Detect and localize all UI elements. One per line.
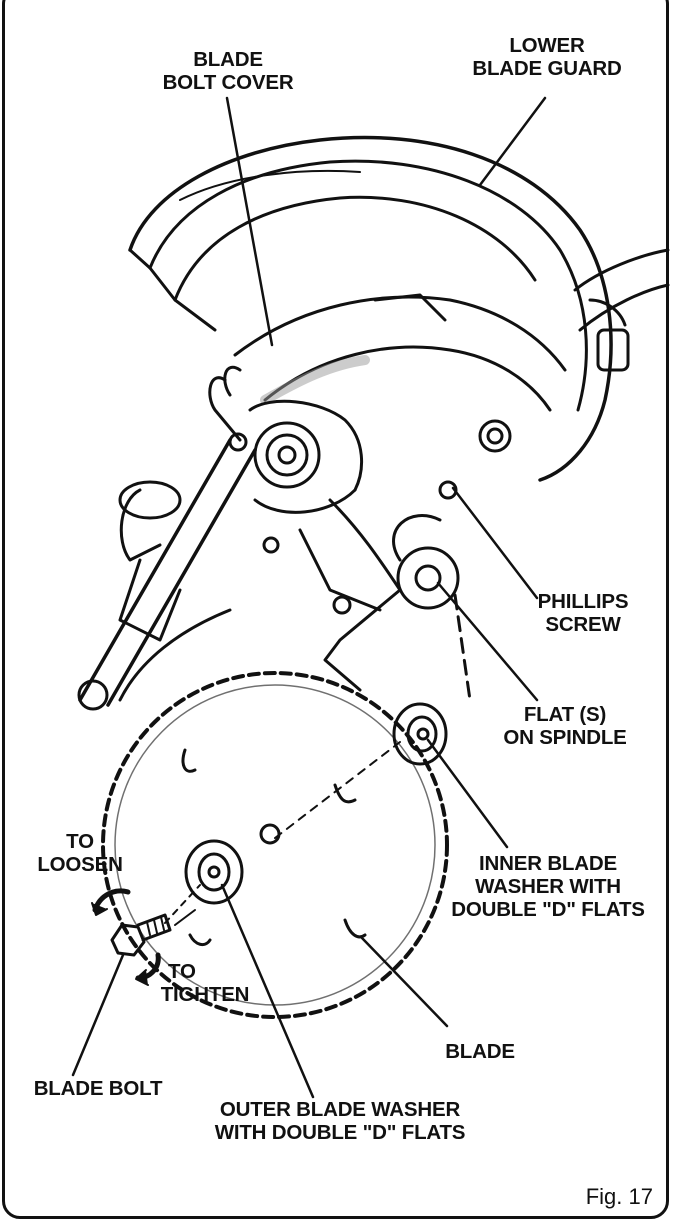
label-phillips-screw: PHILLIPS SCREW <box>537 590 629 636</box>
label-blade: BLADE <box>445 1040 515 1063</box>
label-blade-bolt-cover: BLADE BOLT COVER <box>162 48 294 94</box>
label-flat-on-spindle: FLAT (S) ON SPINDLE <box>503 703 627 749</box>
figure-number: Fig. 17 <box>585 1184 653 1209</box>
label-lower-blade-guard: LOWER BLADE GUARD <box>472 34 622 80</box>
motor-housing <box>118 480 232 702</box>
guard-link-arm <box>77 366 257 711</box>
loosen-arrow-icon <box>91 888 131 916</box>
lower-blade-guard <box>128 135 613 482</box>
upper-guard-band <box>233 293 567 412</box>
blade-bolt <box>110 884 201 957</box>
label-outer-blade-washer: OUTER BLADE WASHER WITH DOUBLE "D" FLATS <box>214 1098 466 1144</box>
inner-blade-washer <box>392 702 448 766</box>
outer-blade-washer <box>184 839 244 905</box>
leader-lines <box>71 96 547 1099</box>
assembly-path <box>174 741 401 926</box>
label-to-loosen: TO LOOSEN <box>37 830 123 876</box>
saw-handle <box>573 248 670 372</box>
tighten-arrow-icon <box>135 952 161 986</box>
saw-blade <box>101 671 449 1019</box>
spindle <box>323 514 472 702</box>
arbor-hub <box>248 399 512 615</box>
label-blade-bolt: BLADE BOLT <box>33 1077 163 1100</box>
label-to-tighten: TO TIGHTEN <box>160 960 250 1006</box>
label-inner-blade-washer: INNER BLADE WASHER WITH DOUBLE "D" FLATS <box>451 852 645 921</box>
